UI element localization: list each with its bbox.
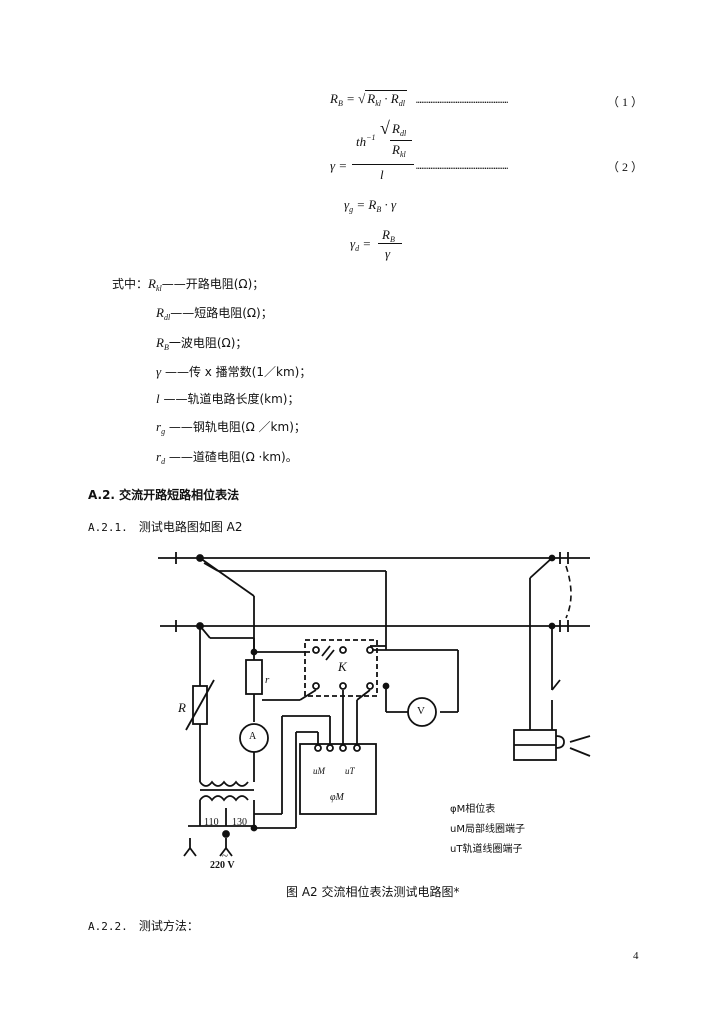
- equation-2-number: （ 2 ）: [607, 160, 644, 174]
- definition-gamma: γ ——传 x 播常数(1／km)；: [156, 364, 312, 379]
- definition-l: l ——轨道电路长度(km)；: [156, 391, 300, 406]
- label-220v: 220 V: [210, 860, 235, 871]
- equation-1-number: （ 1 ）: [607, 95, 644, 109]
- equation-2-frac-top: Rdl: [392, 121, 407, 138]
- equation-2-numerator: th−1: [356, 133, 376, 149]
- definition-rd: rd ——道碴电阻(Ω ·km)。: [156, 449, 298, 466]
- figure-caption: 图 A2 交流相位表法测试电路图*: [286, 885, 460, 899]
- label-uT: uT: [345, 766, 355, 776]
- label-r: r: [265, 674, 270, 686]
- equation-2-denominator: l: [380, 167, 384, 182]
- equation-2-bar: [352, 164, 414, 165]
- equation-2-frac-bottom: Rkl: [392, 142, 406, 159]
- equation-1-leader: ……………………………………………: [416, 96, 509, 106]
- legend-phase-meter: φM相位表: [450, 804, 496, 815]
- section-a21: A.2.1. 测试电路图如图 A2: [88, 520, 243, 534]
- equation-2-inner-bar: [390, 140, 412, 141]
- equation-1: RB = √Rkl · Rdl: [330, 90, 407, 108]
- label-phiM: φM: [330, 792, 344, 803]
- page-number: 4: [633, 950, 639, 962]
- label-tilde: ~: [222, 850, 228, 862]
- label-uM: uM: [313, 766, 325, 776]
- label-V: V: [417, 705, 425, 717]
- section-a22: A.2.2. 测试方法：: [88, 919, 199, 933]
- equation-4-denominator: γ: [385, 246, 391, 261]
- equation-4-numerator: RB: [382, 227, 395, 244]
- definitions-intro: 式中：Rkl——开路电阻(Ω)；: [112, 276, 265, 293]
- equation-4-bar: [378, 243, 402, 244]
- label-130: 130: [232, 817, 247, 828]
- equation-3: γg = RB · γ: [344, 197, 397, 214]
- label-A: A: [249, 731, 257, 742]
- legend-local-coil: uM局部线圈端子: [450, 824, 525, 835]
- definition-dl: Rdl——短路电阻(Ω)；: [156, 305, 273, 322]
- label-R: R: [178, 700, 186, 715]
- legend-track-coil: uT轨道线圈端子: [450, 844, 523, 855]
- definition-rg: rg ——钢轨电阻(Ω ／km)；: [156, 419, 306, 436]
- label-K: K: [338, 659, 347, 674]
- definition-B: RB一波电阻(Ω)；: [156, 335, 248, 352]
- section-a2-title: A.2. 交流开路短路相位表法: [88, 488, 240, 502]
- equation-2-sqrt: √: [380, 118, 390, 138]
- label-110: 110: [204, 817, 219, 828]
- equation-4-lhs: γd =: [350, 236, 372, 253]
- equation-2-leader: ……………………………………………: [416, 162, 509, 172]
- equation-2-lhs: γ =: [330, 158, 348, 173]
